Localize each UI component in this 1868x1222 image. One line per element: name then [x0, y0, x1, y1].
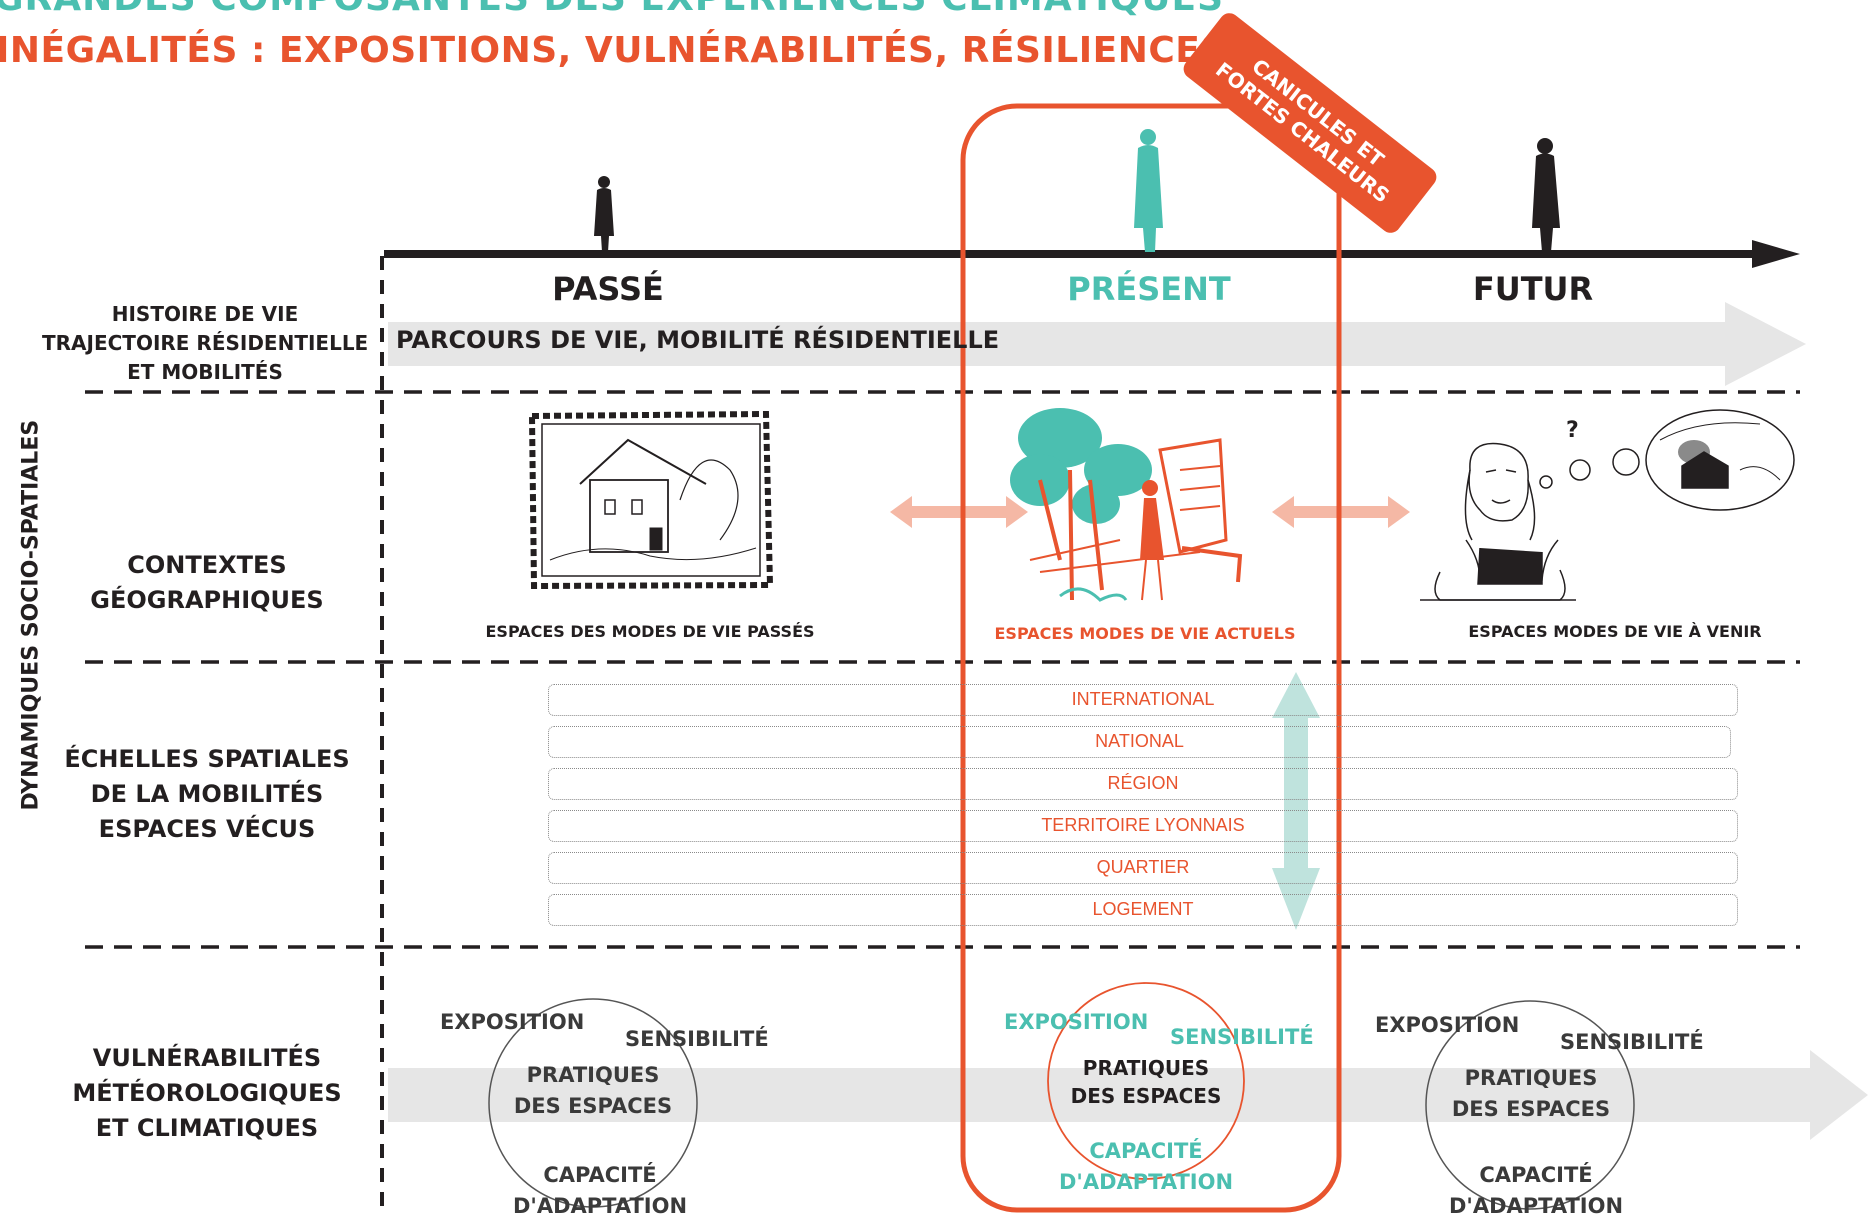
future-pratiques: Pratiques des espaces — [1441, 1063, 1621, 1125]
present-pratiques: Pratiques des espaces — [1056, 1054, 1236, 1110]
row-label-scales: Échelles spatiales de la mobilités espac… — [62, 742, 352, 847]
row-label-line: météorologiques — [72, 1079, 342, 1107]
past-pratiques: Pratiques des espaces — [503, 1060, 683, 1122]
vulnerability-band — [388, 1050, 1868, 1140]
timeline-future: Futur — [1472, 270, 1594, 308]
present-highlight-frame — [960, 103, 1342, 1213]
past-capacite: Capacité d'adaptation — [500, 1160, 700, 1222]
row-label-line: Échelles spatiales — [64, 745, 350, 773]
future-exposition: Exposition — [1375, 1013, 1520, 1037]
scale-label: Territoire lyonnais — [1041, 815, 1245, 835]
scale-band: International — [548, 684, 1738, 716]
page-title: Grandes composantes des expériences clim… — [0, 0, 1224, 19]
row-label-line: Vulnérabilités — [92, 1044, 322, 1072]
vuln-line: des espaces — [513, 1094, 673, 1118]
vuln-line: Pratiques — [526, 1063, 660, 1087]
scale-label: National — [1095, 731, 1184, 751]
vulnerability-circle-future — [1425, 1000, 1635, 1210]
row-label-line: espaces vécus — [98, 815, 316, 843]
vertical-double-arrow-icon — [1272, 672, 1320, 930]
scale-band: Logement — [548, 894, 1738, 926]
vuln-line: des espaces — [1451, 1097, 1611, 1121]
vuln-line: d'adaptation — [512, 1194, 688, 1218]
timeline-present: Présent — [1067, 270, 1231, 308]
future-capacite: Capacité d'adaptation — [1436, 1160, 1636, 1222]
house-sketch-icon — [528, 410, 774, 590]
row-label-line: Contextes — [127, 551, 287, 579]
vuln-line: d'adaptation — [1448, 1194, 1624, 1218]
caption-past-spaces: Espaces des modes de vie passés — [485, 622, 815, 641]
past-exposition: Exposition — [440, 1010, 585, 1034]
row-label-line: géographiques — [90, 586, 324, 614]
life-course-band-label: Parcours de vie, mobilité résidentielle — [396, 326, 1000, 354]
vuln-line: Capacité — [543, 1163, 657, 1187]
row-label-line: et mobilités — [127, 360, 283, 384]
caption-present-spaces: Espaces modes de vie actuels — [994, 624, 1296, 643]
present-exposition: Exposition — [1004, 1010, 1149, 1034]
vuln-line: Pratiques — [1082, 1056, 1210, 1080]
present-scene-illustration — [1010, 408, 1243, 602]
vuln-line: Pratiques — [1464, 1066, 1598, 1090]
past-sensibilite: Sensibilité — [625, 1027, 769, 1051]
caption-future-spaces: Espaces modes de vie à venir — [1468, 622, 1762, 641]
scale-band: National — [548, 726, 1731, 758]
person-silhouette-icon — [1134, 129, 1163, 252]
question-mark-icon: ? — [1566, 418, 1579, 443]
scale-label: Région — [1107, 773, 1179, 793]
vuln-line: d'adaptation — [1058, 1170, 1234, 1194]
row-label-line: de la mobilités — [90, 780, 324, 808]
vuln-line: des espaces — [1070, 1084, 1222, 1108]
row-label-line: trajectoire résidentielle — [42, 331, 369, 355]
future-sensibilite: Sensibilité — [1560, 1030, 1704, 1054]
scale-band: Territoire lyonnais — [548, 810, 1738, 842]
scale-band: Quartier — [548, 852, 1738, 884]
double-arrow-icon — [890, 496, 1028, 528]
present-capacite: Capacité d'adaptation — [1046, 1136, 1246, 1198]
present-sensibilite: Sensibilité — [1170, 1025, 1314, 1049]
vuln-line: Capacité — [1479, 1163, 1593, 1187]
row-label-contexts: Contextes géographiques — [62, 548, 352, 618]
row-label-vulnerabilities: Vulnérabilités météorologiques et climat… — [62, 1041, 352, 1146]
timeline-past: Passé — [552, 270, 664, 308]
vulnerability-circle-present — [1047, 982, 1245, 1180]
vulnerability-circle-past — [488, 998, 698, 1208]
vuln-line: Capacité — [1089, 1139, 1203, 1163]
scale-band: Région — [548, 768, 1738, 800]
side-label: Dynamiques socio-spatiales — [18, 419, 44, 811]
life-course-band — [388, 302, 1806, 386]
woman-thinking-icon — [1420, 442, 1576, 601]
row-label-line: et climatiques — [95, 1114, 319, 1142]
timeline-arrow-icon — [384, 240, 1800, 268]
scale-label: Logement — [1092, 899, 1194, 919]
thought-bubble-icon — [1539, 409, 1795, 511]
scale-label: Quartier — [1096, 857, 1190, 877]
person-silhouette-icon — [1532, 138, 1560, 252]
person-silhouette-icon — [594, 176, 614, 252]
row-label-line: Histoire de vie — [111, 302, 299, 326]
row-label-history: Histoire de vie trajectoire résidentiell… — [42, 300, 368, 387]
scale-label: International — [1071, 689, 1215, 709]
page-subtitle: Inégalités : expositions, vulnérabilités… — [0, 30, 1227, 71]
